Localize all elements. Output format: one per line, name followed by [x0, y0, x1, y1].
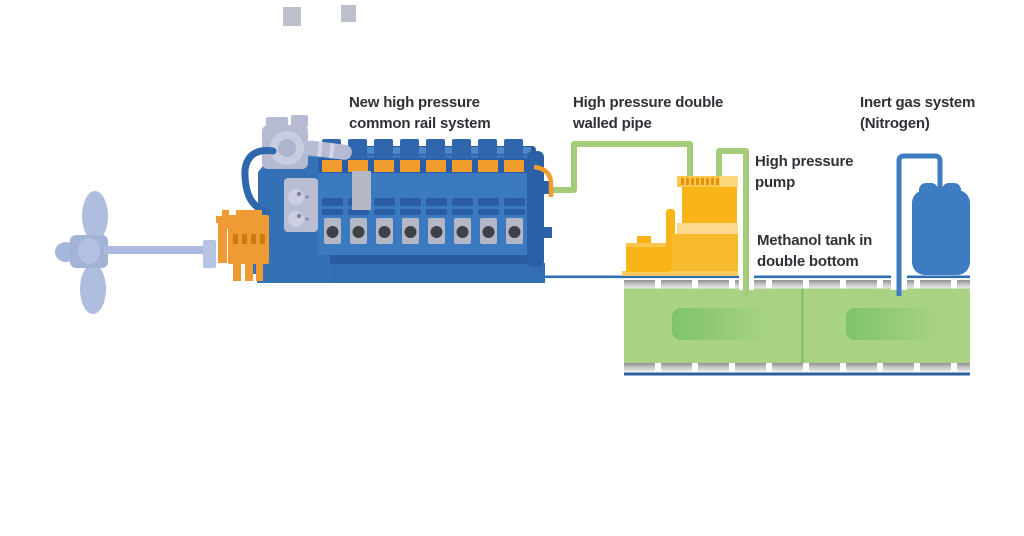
label-line: double bottom — [757, 253, 859, 270]
propeller-icon — [55, 191, 108, 314]
turbo-air-pipe-icon — [241, 147, 277, 216]
label-line: High pressure double — [573, 94, 724, 111]
label-line: pump — [755, 174, 796, 191]
label-line: common rail system — [349, 115, 491, 132]
label-line: High pressure — [755, 153, 854, 170]
fuel-rail-pipe-icon — [533, 164, 554, 197]
label-methanol-tank: Methanol tank in double bottom — [757, 230, 872, 272]
label-high-pressure-pump: High pressure pump — [755, 151, 853, 193]
label-line: walled pipe — [573, 115, 652, 132]
label-line: (Nitrogen) — [860, 115, 930, 132]
label-line: Methanol tank in — [757, 232, 873, 249]
main-engine-icon — [241, 115, 554, 283]
label-line: New high pressure — [349, 94, 480, 111]
turbocharger-icon — [241, 115, 352, 216]
label-inert-gas-system: Inert gas system (Nitrogen) — [860, 92, 975, 134]
tank-plating-icon — [624, 363, 970, 372]
propeller-shaft-icon — [104, 240, 216, 268]
high-pressure-pump-icon — [622, 176, 738, 276]
nitrogen-tank-icon — [912, 183, 970, 275]
fuel-pipe-pump-to-tank-icon — [716, 148, 749, 296]
deck-line — [544, 275, 970, 279]
tank-plating-icon — [624, 280, 970, 289]
control-panel-icon — [284, 178, 318, 232]
label-double-walled-pipe: High pressure double walled pipe — [573, 92, 723, 134]
gray-block-icon — [283, 5, 356, 26]
fuel-pipe-engine-to-pump-icon — [550, 141, 693, 193]
label-line: Inert gas system — [860, 94, 976, 111]
label-common-rail-system: New high pressure common rail system — [349, 92, 491, 134]
nitrogen-pipe-icon — [896, 153, 943, 296]
double-bottom-tank-icon — [624, 280, 970, 376]
gearbox-icon — [216, 210, 269, 281]
